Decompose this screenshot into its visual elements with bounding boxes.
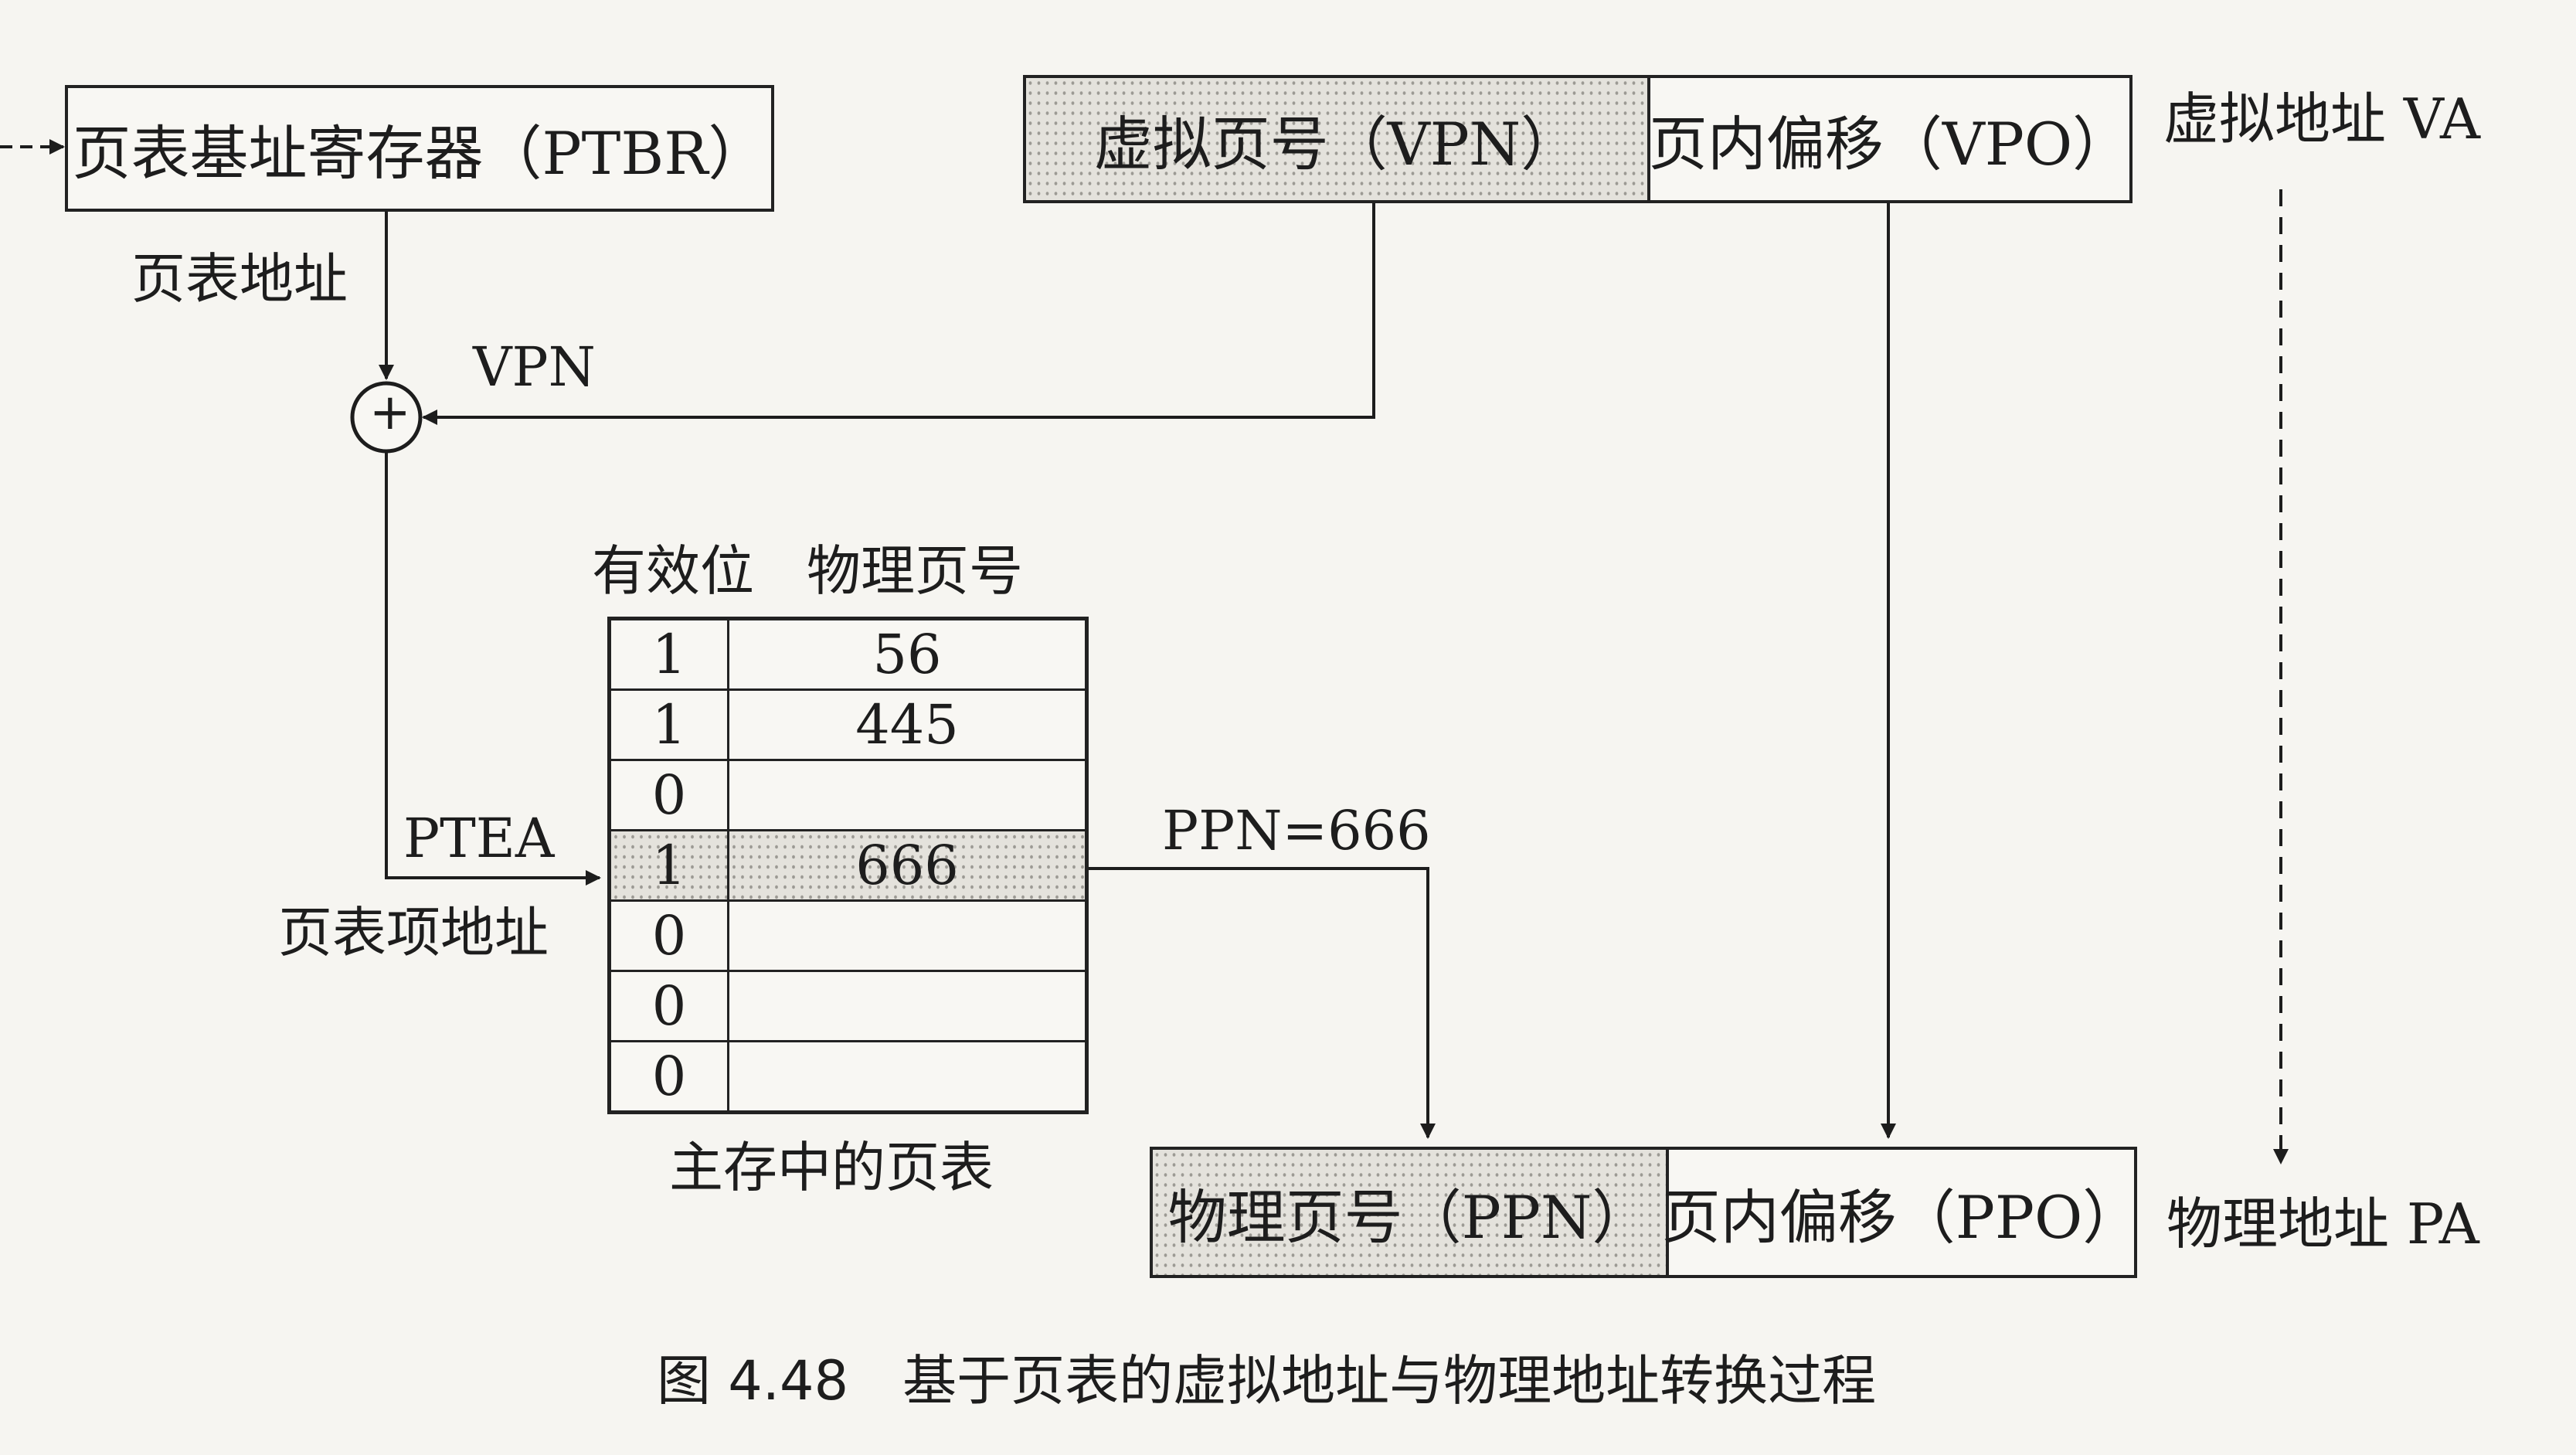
table-row: 0: [608, 759, 1088, 831]
page-table: 1 56 1 445 0 1 666 0 0: [607, 617, 1089, 1114]
page-table-address-label: 页表地址: [131, 247, 348, 311]
page-table-caption: 主存中的页表: [669, 1136, 994, 1199]
ppn-cell: [727, 759, 1088, 831]
ptbr-label: 页表基址寄存器（PTBR）: [72, 119, 767, 188]
pte-address-label: 页表项地址: [278, 901, 549, 964]
vpo-box: 页内偏移（VPO）: [1647, 75, 2133, 203]
table-row: 0: [608, 970, 1088, 1042]
figure-caption: 图 4.48 基于页表的虚拟地址与物理地址转换过程: [657, 1349, 1877, 1413]
table-row-highlighted: 1 666: [608, 829, 1088, 902]
vpn-to-adder-line: [422, 202, 1375, 425]
table-row: 0: [608, 1040, 1088, 1113]
ppn-cell: 445: [727, 688, 1088, 761]
physical-page-header: 物理页号: [807, 539, 1023, 603]
vpn-arrow-label: VPN: [473, 335, 596, 399]
ptea-line: [385, 451, 601, 886]
ppn-line: [1085, 867, 1436, 1139]
ppn-cell: [727, 1040, 1088, 1113]
ppn-result-label: PPN=666: [1162, 799, 1431, 862]
ppn-cell: 56: [727, 617, 1088, 691]
vpn-label: 虚拟页号（VPN）: [1093, 110, 1580, 178]
table-row: 0: [608, 899, 1088, 972]
ppn-label: 物理页号（PPN）: [1167, 1183, 1651, 1252]
ppo-box: 页内偏移（PPO）: [1662, 1147, 2141, 1278]
table-row: 1 56: [608, 617, 1088, 691]
ptea-label: PTEA: [403, 807, 555, 870]
va-side-label: 虚拟地址 VA: [2163, 87, 2480, 151]
ptbr-box: 页表基址寄存器（PTBR）: [65, 85, 774, 212]
valid-bit-cell: 0: [608, 1040, 729, 1113]
valid-bit-cell: 1: [608, 829, 729, 902]
valid-bit-header: 有效位: [592, 539, 754, 603]
valid-bit-cell: 1: [608, 617, 729, 691]
ppn-box: 物理页号（PPN）: [1150, 1147, 1669, 1278]
ppo-label: 页内偏移（PPO）: [1661, 1183, 2142, 1252]
valid-bit-cell: 0: [608, 759, 729, 831]
valid-bit-cell: 0: [608, 899, 729, 972]
adder-symbol: +: [369, 384, 411, 441]
table-row: 1 445: [608, 688, 1088, 761]
valid-bit-cell: 1: [608, 688, 729, 761]
ppn-cell: [727, 899, 1088, 972]
ppn-cell: [727, 970, 1088, 1042]
vpn-box: 虚拟页号（VPN）: [1023, 75, 1650, 203]
vpo-label: 页内偏移（VPO）: [1648, 110, 2132, 178]
ppn-cell: 666: [727, 829, 1088, 902]
valid-bit-cell: 0: [608, 970, 729, 1042]
pa-side-label: 物理地址 PA: [2166, 1192, 2479, 1256]
